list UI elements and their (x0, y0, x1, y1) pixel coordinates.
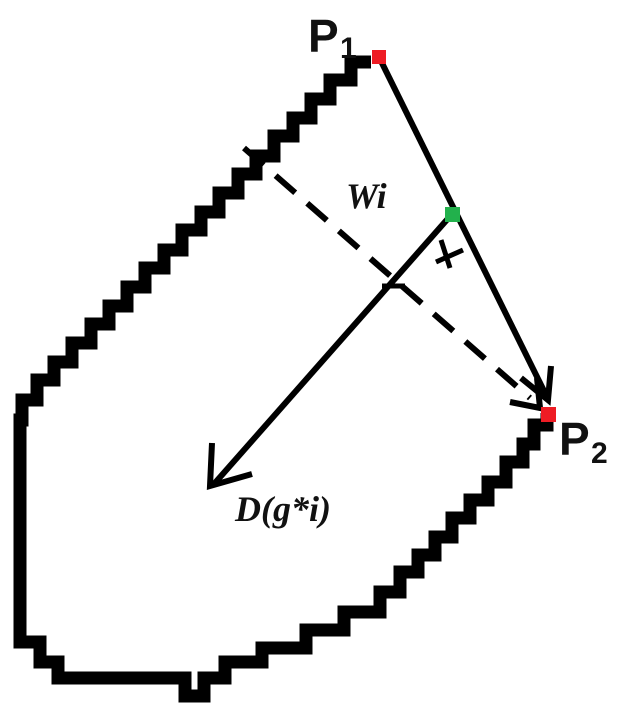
p2-point (541, 407, 556, 422)
arrowhead-p2 (519, 365, 554, 406)
dashed-line (242, 145, 532, 401)
perpendicular-tick-1 (434, 247, 465, 265)
p1-label-subscript: 1 (340, 32, 357, 65)
dashed-arrowhead (509, 377, 544, 412)
direction-arrowhead (206, 442, 253, 491)
p2-label-subscript: 2 (591, 437, 608, 470)
p1-point (372, 50, 386, 64)
perpendicular-tick-2 (438, 239, 453, 269)
segment-p1-p2 (376, 55, 549, 397)
wi-label: Wi (346, 176, 387, 216)
shape-outline (13, 55, 554, 703)
midpoint-point (445, 207, 460, 222)
direction-arrow-line (211, 212, 455, 486)
direction-label: D(g*i) (234, 489, 331, 529)
p1-label-main: P (308, 10, 339, 62)
p2-label-main: P (559, 413, 590, 465)
